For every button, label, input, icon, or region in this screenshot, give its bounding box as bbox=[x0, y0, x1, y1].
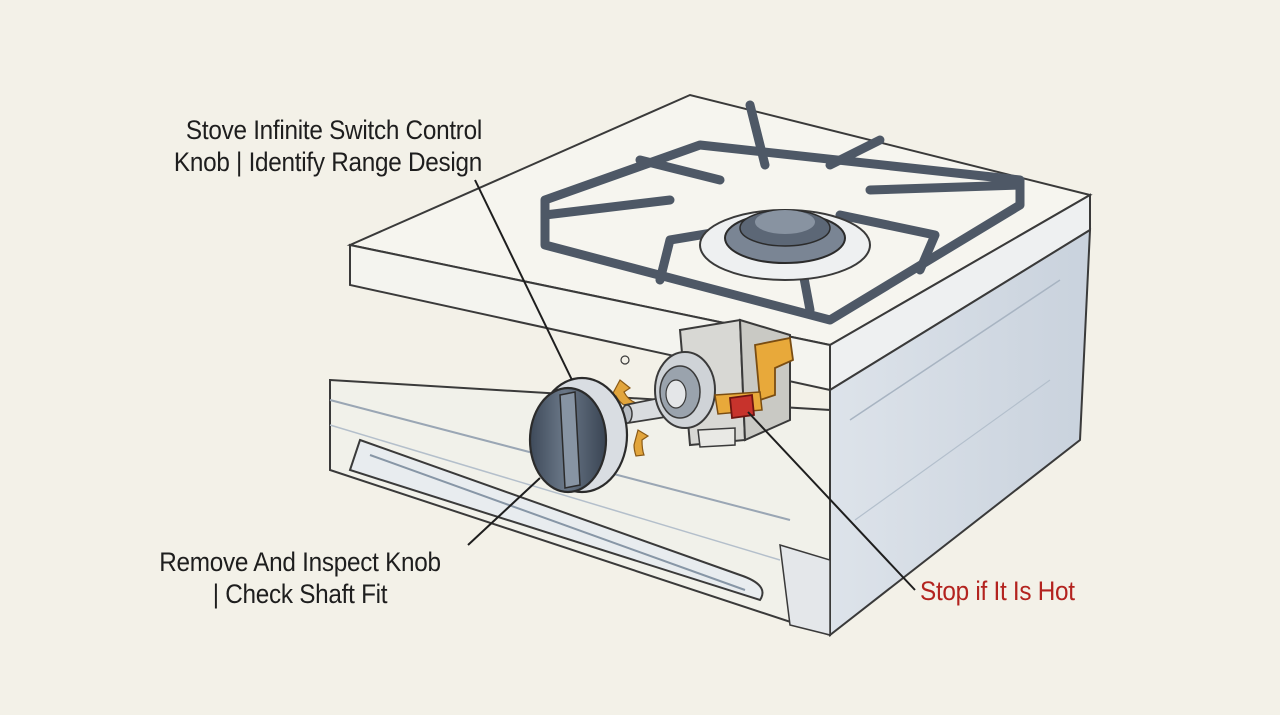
indicator-dot bbox=[620, 355, 630, 365]
callout-knob-design-line2: Knob | Identify Range Design bbox=[173, 147, 482, 177]
callout-knob-design-line1: Stove Infinite Switch Control bbox=[185, 115, 482, 145]
burner-cap-icon bbox=[699, 209, 871, 281]
callout-inspect-knob-line2: | Check Shaft Fit bbox=[212, 579, 388, 609]
control-knob-icon bbox=[528, 376, 629, 494]
leader-lines bbox=[467, 179, 916, 591]
callout-knob-design: Stove Infinite Switch Control Knob | Ide… bbox=[149, 114, 482, 178]
leader-hot-warning bbox=[747, 411, 916, 591]
callout-inspect-knob-line1: Remove And Inspect Knob bbox=[159, 547, 441, 577]
callout-hot-warning-text: Stop if It Is Hot bbox=[920, 576, 1075, 606]
callout-hot-warning: Stop if It Is Hot bbox=[920, 575, 1075, 607]
rotation-arrow-icon bbox=[611, 379, 650, 457]
leader-inspect-knob bbox=[467, 477, 541, 546]
leader-knob-design bbox=[474, 179, 573, 381]
callout-inspect-knob: Remove And Inspect Knob | Check Shaft Fi… bbox=[138, 546, 462, 610]
